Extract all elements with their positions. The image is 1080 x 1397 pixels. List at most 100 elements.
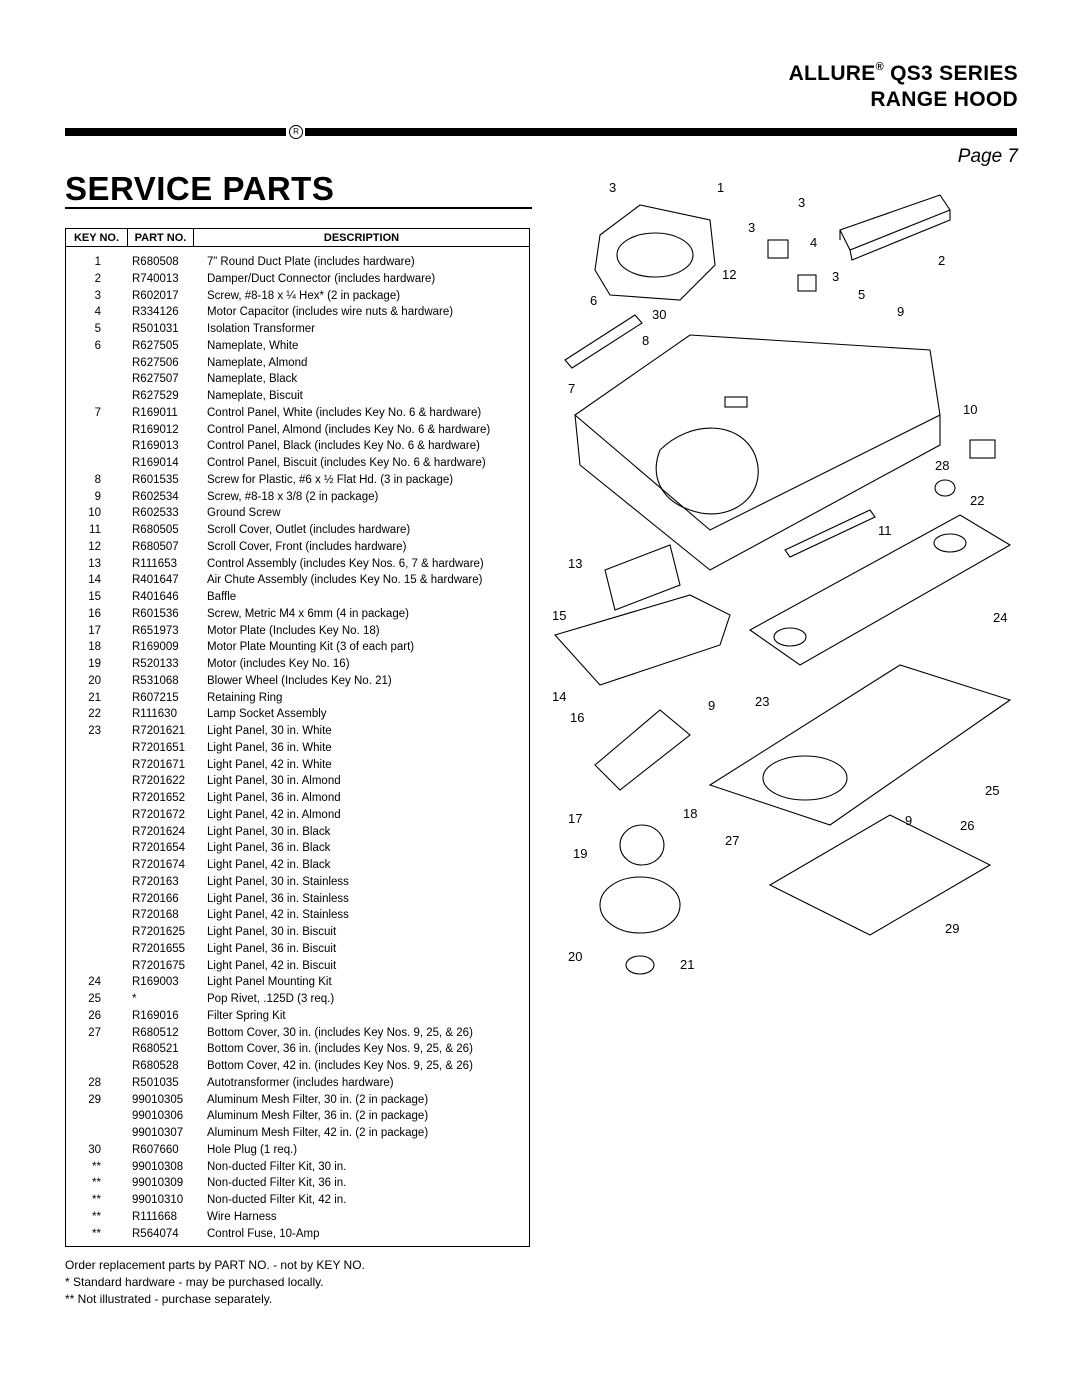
key-no-cell: **	[92, 1210, 101, 1223]
callout-label: 17	[568, 811, 582, 826]
page-title: SERVICE PARTS	[65, 170, 335, 207]
part-no-cell: 99010305	[132, 1093, 184, 1106]
air-chute-assembly	[554, 594, 731, 686]
callout-label: 14	[552, 689, 566, 704]
part-no-cell: R627506	[132, 356, 179, 369]
key-no-cell: 30	[88, 1143, 101, 1156]
part-no-cell: R111630	[132, 708, 177, 721]
key-no-cell: 8	[94, 473, 101, 486]
part-no-cell: R7201624	[132, 825, 186, 838]
aluminum-mesh-filter	[768, 814, 992, 936]
key-no-cell: **	[92, 1160, 101, 1173]
key-no-cell: 4	[94, 306, 101, 319]
part-no-cell: R607660	[132, 1143, 179, 1156]
table-row: 2 R740013 Damper/Duct Connector (includes …	[66, 273, 529, 290]
motor	[619, 824, 665, 866]
callout-label: 23	[755, 694, 769, 709]
description-cell: Nameplate, White	[207, 339, 299, 352]
column-header-part-no: PART NO.	[128, 229, 194, 247]
light-lens-left	[773, 627, 807, 647]
callout-label: 6	[590, 293, 597, 308]
callout-label: 27	[725, 833, 739, 848]
callout-label: 9	[905, 813, 912, 828]
footnote-standard-hardware: * Standard hardware - may be purchased l…	[65, 1275, 324, 1289]
description-cell: Light Panel Mounting Kit	[207, 976, 332, 989]
description-cell: Isolation Transformer	[207, 323, 316, 335]
description-cell: 7” Round Duct Plate (includes hardware)	[207, 256, 415, 268]
part-no-cell: R169016	[132, 1009, 179, 1022]
description-cell: Screw, Metric M4 x 6mm (4 in package)	[207, 607, 409, 620]
callout-label: 30	[652, 307, 666, 322]
key-no-cell: 19	[88, 658, 101, 670]
part-no-cell: R601536	[132, 607, 179, 620]
description-cell: Non-ducted Filter Kit, 42 in.	[207, 1194, 347, 1206]
bottom-cover-opening	[762, 755, 848, 801]
part-no-cell: 99010306	[132, 1110, 184, 1123]
table-row: R627506 Nameplate, Almond	[66, 357, 529, 374]
key-no-cell: 12	[88, 540, 101, 553]
callout-label: 16	[570, 710, 584, 725]
description-cell: Light Panel, 36 in. Almond	[207, 792, 341, 804]
brand-registered-mark: ®	[875, 61, 884, 73]
description-cell: Light Panel, 42 in. Stainless	[207, 909, 349, 922]
footnote-not-illustrated: ** Not illustrated - purchase separately…	[65, 1292, 273, 1306]
description-cell: Screw, #8-18 x ¼ Hex* (2 in package)	[207, 289, 401, 302]
brand-name: ALLURE	[788, 62, 876, 85]
key-no-cell: 21	[88, 691, 101, 704]
key-no-cell: 6	[94, 339, 101, 352]
key-no-cell: 28	[88, 1076, 101, 1089]
description-cell: Light Panel, 42 in. White	[207, 758, 332, 771]
part-no-cell: R501035	[132, 1076, 179, 1089]
title-rule	[65, 207, 532, 209]
description-cell: Damper/Duct Connector (includes hardware…	[207, 272, 436, 285]
callout-label: 3	[748, 220, 755, 235]
callout-label: 4	[810, 235, 817, 250]
description-cell: Light Panel, 42 in. Almond	[207, 808, 341, 821]
hood-body	[574, 334, 941, 531]
part-no-cell: R7201622	[132, 775, 186, 788]
description-cell: Retaining Ring	[207, 691, 283, 704]
key-no-cell: 27	[88, 1026, 101, 1039]
description-cell: Blower Wheel (Includes Key No. 21)	[207, 674, 392, 687]
key-no-cell: **	[92, 1177, 101, 1190]
callout-label: 2	[938, 253, 945, 268]
description-cell: Light Panel, 36 in. Stainless	[207, 892, 349, 905]
part-no-cell: R680528	[132, 1060, 179, 1072]
part-no-cell: R740013	[132, 272, 179, 285]
description-cell: Control Panel, Black (includes Key No. 6…	[207, 440, 480, 453]
part-no-cell: R627507	[132, 373, 179, 386]
retaining-ring	[625, 955, 655, 975]
description-cell: Control Fuse, 10-Amp	[207, 1227, 320, 1240]
description-cell: Light Panel, 42 in. Biscuit	[207, 959, 337, 972]
key-no-cell: 2	[94, 272, 101, 285]
callout-label: 19	[573, 846, 587, 861]
part-no-cell: R7201655	[132, 942, 186, 955]
description-cell: Control Panel, Almond (includes Key No. …	[207, 423, 491, 436]
part-no-cell: R531068	[132, 674, 179, 687]
key-no-cell: 24	[88, 976, 101, 989]
callout-label: 1	[717, 180, 724, 195]
description-cell: Screw for Plastic, #6 x ½ Flat Hd. (3 in…	[207, 473, 454, 486]
description-cell: Nameplate, Almond	[207, 356, 308, 369]
part-no-cell: *	[132, 993, 137, 1005]
callout-label: 15	[552, 608, 566, 623]
part-no-cell: R169012	[132, 423, 179, 436]
